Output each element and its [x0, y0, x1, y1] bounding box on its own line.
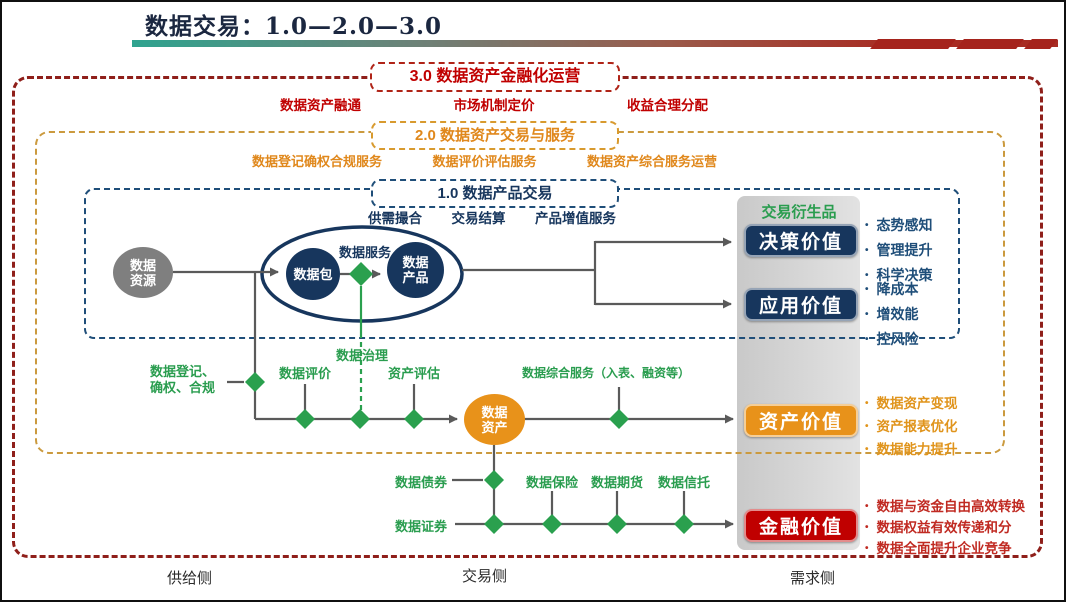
- bullet-item: 数据权益有效传递和分: [865, 518, 1060, 539]
- data-bond-label: 数据债券: [395, 475, 448, 490]
- data-futures-label: 数据期货: [591, 475, 644, 490]
- level3-item: 收益合理分配: [627, 98, 708, 113]
- finance-value-box: 金融价值: [744, 509, 858, 542]
- data-package-node: 数据包: [286, 248, 340, 300]
- level3-item: 市场机制定价: [453, 98, 535, 113]
- level3-items: 数据资产融通 市场机制定价 收益合理分配: [280, 94, 708, 114]
- bullet-item: 数据全面提升企业竞争: [865, 539, 1060, 560]
- ribbon-decor: [1024, 39, 1058, 49]
- data-trust-label: 数据信托: [658, 475, 711, 490]
- finance-value-bullets: 数据与资金自由高效转换 数据权益有效传递和分 数据全面提升企业竞争: [865, 497, 1060, 560]
- ribbon-decor: [870, 39, 956, 49]
- bullet-item: 降成本: [865, 278, 1060, 303]
- level1-items: 供需撮合 交易结算 产品增值服务: [368, 207, 616, 227]
- level2-item: 数据登记确权合规服务: [252, 154, 383, 169]
- level1-item: 产品增值服务: [535, 211, 616, 226]
- bullet-item: 资产报表优化: [865, 416, 1060, 439]
- asset-value-box: 资产价值: [744, 404, 858, 437]
- bullet-item: 数据资产变现: [865, 393, 1060, 416]
- data-product-node: 数据产品: [387, 242, 444, 298]
- trade-side-label: 交易侧: [462, 568, 508, 585]
- supply-side-label: 供给侧: [167, 570, 213, 587]
- comprehensive-service-label: 数据综合服务（入表、融资等）: [522, 366, 691, 380]
- bullet-item: 控风险: [865, 328, 1060, 353]
- derivatives-panel-title: 交易衍生品: [761, 204, 837, 221]
- demand-side-label: 需求侧: [790, 570, 836, 587]
- bullet-item: 态势感知: [865, 214, 1060, 239]
- level3-item: 数据资产融通: [280, 98, 361, 113]
- level2-header: 2.0 数据资产交易与服务: [371, 121, 619, 150]
- data-security-label: 数据证券: [395, 519, 448, 534]
- level2-item: 数据评价评估服务: [432, 154, 537, 169]
- level2-item: 数据资产综合服务运营: [586, 154, 717, 169]
- data-asset-node: 数据资产: [464, 394, 525, 445]
- bullet-item: 数据能力提升: [865, 439, 1060, 462]
- bullet-item: 数据与资金自由高效转换: [865, 497, 1060, 518]
- data-resource-node: 数据资源: [113, 247, 173, 298]
- level3-header: 3.0 数据资产金融化运营: [370, 62, 620, 92]
- application-value-bullets: 降成本 增效能 控风险: [865, 278, 1060, 353]
- data-governance-label: 数据治理: [336, 348, 389, 363]
- bullet-item: 管理提升: [865, 239, 1060, 264]
- bullet-item: 增效能: [865, 303, 1060, 328]
- level1-item: 供需撮合: [368, 211, 422, 226]
- level1-item: 交易结算: [451, 211, 506, 226]
- level2-items: 数据登记确权合规服务 数据评价评估服务 数据资产综合服务运营: [252, 151, 717, 170]
- application-value-box: 应用价值: [744, 288, 858, 321]
- page-title: 数据交易：1.0—2.0—3.0: [145, 13, 443, 40]
- decision-value-box: 决策价值: [744, 224, 858, 257]
- asset-assessment-label: 资产评估: [388, 366, 441, 381]
- ribbon-decor: [956, 39, 1024, 49]
- data-insurance-label: 数据保险: [526, 475, 579, 490]
- gradient-divider: [132, 40, 1058, 47]
- level1-header: 1.0 数据产品交易: [371, 179, 619, 208]
- asset-value-bullets: 数据资产变现 资产报表优化 数据能力提升: [865, 393, 1060, 462]
- registration-label: 数据登记、确权、合规: [150, 364, 216, 395]
- data-evaluation-label: 数据评价: [279, 366, 332, 381]
- data-service-label: 数据服务: [339, 245, 392, 260]
